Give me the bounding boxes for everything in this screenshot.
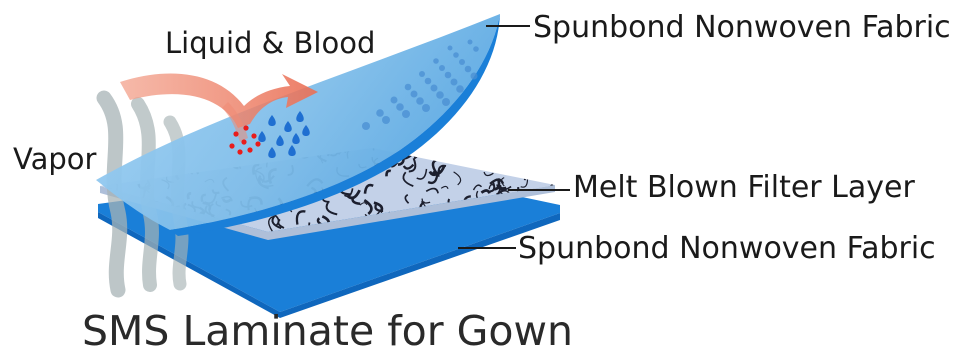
texture-dot <box>456 85 464 93</box>
fiber <box>523 153 538 159</box>
particle <box>237 149 242 154</box>
texture-dot <box>468 40 473 45</box>
particle <box>241 139 246 144</box>
texture-dot <box>465 66 472 73</box>
texture-dot <box>376 109 384 117</box>
fiber <box>419 149 422 156</box>
texture-dot <box>451 79 458 86</box>
fiber <box>461 139 465 149</box>
texture-dot <box>391 97 398 104</box>
texture-dot <box>411 91 418 98</box>
particle <box>255 141 260 146</box>
texture-dot <box>431 85 438 92</box>
fiber <box>514 146 520 158</box>
texture-dot <box>422 104 430 112</box>
texture-dot <box>382 116 390 124</box>
texture-dot <box>448 46 453 51</box>
particle <box>233 131 238 136</box>
fiber <box>530 147 540 154</box>
fiber <box>469 158 472 164</box>
particle <box>229 143 234 148</box>
fiber <box>101 159 107 169</box>
texture-dot <box>473 46 479 52</box>
fiber <box>554 149 562 152</box>
fiber <box>498 162 512 167</box>
label-meltblown: Melt Blown Filter Layer <box>573 170 915 205</box>
texture-dot <box>425 78 432 85</box>
particle <box>251 133 256 138</box>
texture-dot <box>459 59 465 65</box>
texture-dot <box>396 103 404 111</box>
texture-dot <box>471 73 478 80</box>
fiber <box>528 165 534 176</box>
texture-dot <box>445 72 452 79</box>
fiber <box>525 155 529 161</box>
particle <box>243 125 248 130</box>
particle <box>247 147 252 152</box>
label-top-spunbond: Spunbond Nonwoven Fabric <box>533 10 951 45</box>
texture-dot <box>419 71 425 77</box>
texture-dot <box>453 52 459 58</box>
texture-dot <box>416 97 424 105</box>
texture-dot <box>439 65 445 71</box>
fiber <box>432 144 437 158</box>
texture-dot <box>362 122 370 130</box>
texture-dot <box>442 98 450 106</box>
texture-dot <box>436 91 444 99</box>
fiber <box>532 166 541 175</box>
fiber <box>524 137 533 151</box>
fiber <box>525 161 529 169</box>
fiber <box>548 171 561 177</box>
label-bottom-spunbond: Spunbond Nonwoven Fabric <box>518 231 936 266</box>
label-liquid-blood: Liquid & Blood <box>165 26 375 60</box>
texture-dot <box>405 84 412 91</box>
texture-dot <box>402 110 410 118</box>
fiber <box>545 148 555 155</box>
diagram-title: SMS Laminate for Gown <box>82 307 573 355</box>
texture-dot <box>433 58 439 64</box>
fiber <box>517 162 523 172</box>
label-vapor: Vapor <box>13 142 96 176</box>
